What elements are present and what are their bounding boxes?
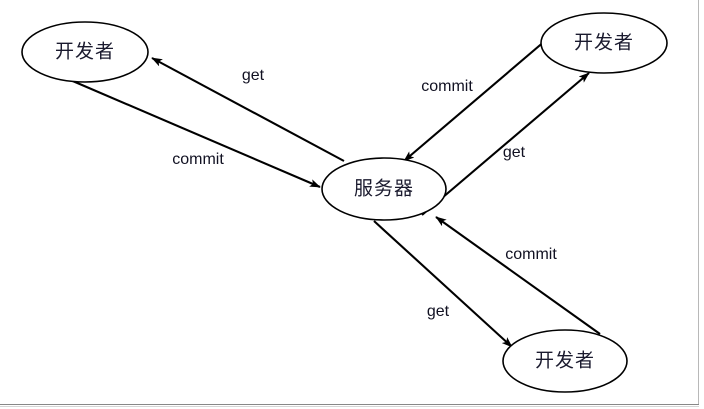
edge-labels-layer: get commit commit get commit get <box>172 67 557 320</box>
edges-layer <box>67 28 601 348</box>
node-label-dev-top-right: 开发者 <box>574 31 634 53</box>
edge-label-commit-top-right: commit <box>421 78 473 95</box>
edge-dev-top-left-to-server-commit <box>67 78 321 188</box>
node-label-server: 服务器 <box>354 177 414 199</box>
node-label-dev-bottom-right: 开发者 <box>535 349 595 371</box>
edge-dev-bottom-right-to-server-commit <box>435 216 601 335</box>
edge-label-get-top-left: get <box>242 67 265 84</box>
edge-label-get-top-right: get <box>503 144 526 161</box>
edge-label-commit-bottom-right: commit <box>505 246 557 263</box>
node-dev-top-right <box>540 12 668 74</box>
edge-label-commit-top-left: commit <box>172 151 224 168</box>
frame-border-bottom-highlight <box>0 406 699 407</box>
edge-server-to-dev-top-left-get <box>151 57 345 162</box>
edge-server-to-dev-bottom-right-get <box>373 220 513 348</box>
node-dev-top-left <box>21 21 149 83</box>
frame-border-bottom <box>0 404 699 405</box>
nodes-layer <box>21 12 668 393</box>
edge-server-to-dev-top-right-get <box>421 72 590 216</box>
edge-dev-top-right-to-server-commit <box>403 28 560 162</box>
node-label-dev-top-left: 开发者 <box>55 40 115 62</box>
node-dev-bottom-right <box>502 329 628 393</box>
node-server <box>321 157 447 221</box>
frame-border-right <box>698 0 699 404</box>
edge-label-get-bottom-right: get <box>427 303 450 320</box>
node-labels-layer: 开发者 开发者 服务器 开发者 <box>55 31 634 371</box>
